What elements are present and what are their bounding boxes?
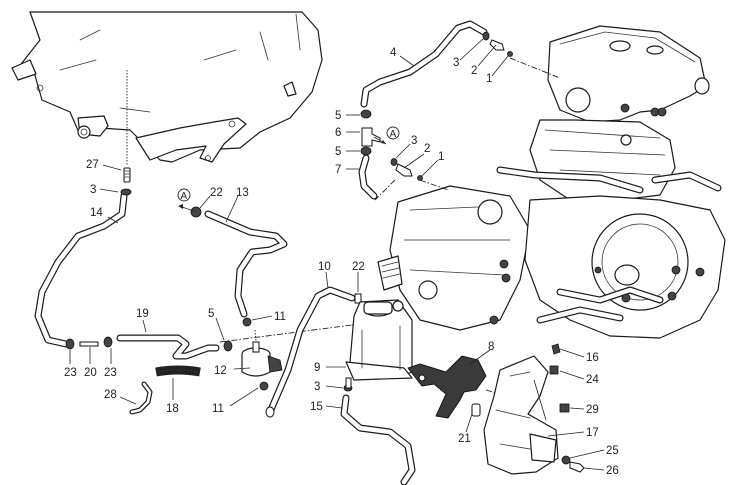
callout-23: 23 bbox=[64, 367, 77, 379]
engine bbox=[377, 25, 726, 339]
hose-19 bbox=[116, 334, 220, 360]
hose-10 bbox=[266, 286, 356, 416]
sleeve-18 bbox=[155, 365, 201, 377]
alignment-line bbox=[219, 324, 353, 343]
small-parts bbox=[65, 31, 585, 473]
callout-13: 13 bbox=[236, 187, 249, 199]
callout-1: 1 bbox=[438, 151, 444, 163]
hose-4 bbox=[360, 20, 488, 108]
hose-7 bbox=[358, 154, 378, 200]
ref-marker-a-left: A bbox=[177, 188, 195, 212]
callout-22: 22 bbox=[352, 261, 365, 273]
alignment-line bbox=[419, 179, 449, 191]
callout-25: 25 bbox=[606, 445, 619, 457]
hose-15 bbox=[340, 394, 416, 485]
hose-28 bbox=[129, 381, 153, 415]
callout-2: 2 bbox=[424, 143, 430, 155]
callout-20: 20 bbox=[84, 367, 97, 379]
callout-5: 5 bbox=[335, 110, 341, 122]
callout-8: 8 bbox=[488, 341, 494, 353]
callout-5: 5 bbox=[208, 308, 214, 320]
frame-airbox bbox=[11, 11, 323, 163]
callout-3: 3 bbox=[314, 381, 320, 393]
callout-11: 11 bbox=[274, 311, 286, 323]
callout-labels: 27 3 14 22 13 4 3 2 1 5 6 5 7 3 2 1 10 2… bbox=[64, 47, 619, 477]
callout-29: 29 bbox=[586, 404, 599, 416]
callout-28: 28 bbox=[104, 389, 117, 401]
callout-leaders bbox=[69, 37, 605, 471]
callout-7: 7 bbox=[335, 164, 341, 176]
callout-21: 21 bbox=[458, 433, 471, 445]
callout-2: 2 bbox=[471, 65, 477, 77]
callout-4: 4 bbox=[390, 47, 397, 59]
hose-14 bbox=[34, 192, 128, 348]
callout-10: 10 bbox=[318, 261, 331, 273]
bracket bbox=[407, 355, 487, 419]
callout-5: 5 bbox=[335, 146, 341, 158]
callout-17: 17 bbox=[586, 427, 599, 439]
callout-23: 23 bbox=[104, 367, 117, 379]
callout-3: 3 bbox=[453, 57, 459, 69]
callout-11: 11 bbox=[212, 403, 224, 415]
callout-18: 18 bbox=[166, 403, 179, 415]
callout-22: 22 bbox=[210, 187, 223, 199]
hose-13 bbox=[204, 210, 288, 318]
svg-text:A: A bbox=[390, 129, 397, 140]
callout-14: 14 bbox=[90, 207, 103, 219]
callout-27: 27 bbox=[86, 159, 99, 171]
callout-26: 26 bbox=[606, 465, 619, 477]
callout-3: 3 bbox=[411, 135, 417, 147]
callout-15: 15 bbox=[310, 401, 323, 413]
callout-6: 6 bbox=[335, 127, 341, 139]
callout-24: 24 bbox=[586, 374, 599, 386]
ref-marker-a-top: A bbox=[373, 126, 400, 145]
callout-16: 16 bbox=[586, 352, 599, 364]
svg-text:A: A bbox=[181, 191, 188, 202]
callout-3: 3 bbox=[90, 184, 96, 196]
alignment-line bbox=[374, 179, 396, 201]
callout-1: 1 bbox=[486, 73, 492, 85]
callout-9: 9 bbox=[314, 362, 320, 374]
cover bbox=[483, 355, 559, 475]
callout-19: 19 bbox=[136, 308, 149, 320]
alignment-line bbox=[509, 57, 561, 79]
callout-12: 12 bbox=[214, 365, 227, 377]
expansion-tank bbox=[345, 299, 413, 389]
